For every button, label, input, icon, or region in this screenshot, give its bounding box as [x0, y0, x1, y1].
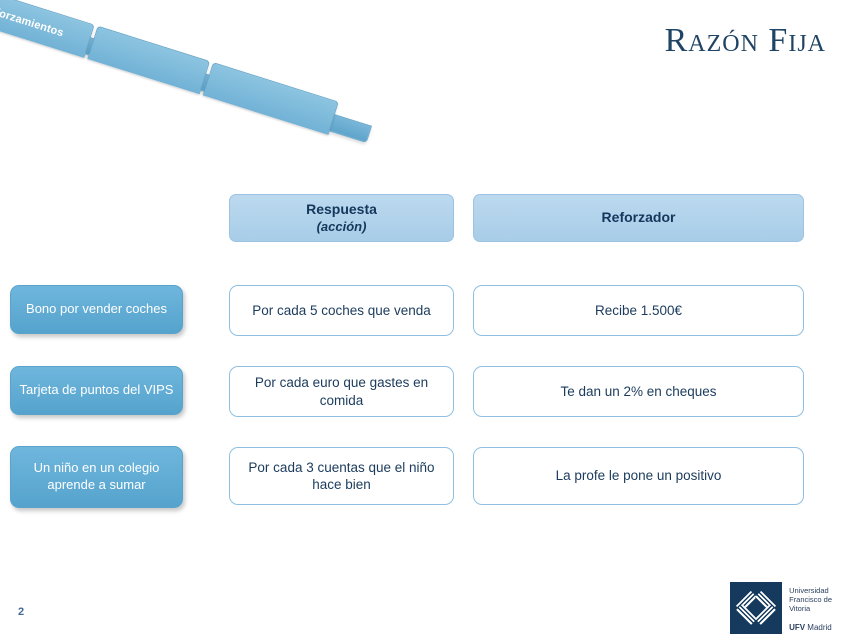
row-cue-2[interactable]: Tarjeta de puntos del VIPS [10, 366, 183, 415]
page-title: Razón Fija [664, 22, 826, 59]
ufv-emblem-icon [730, 582, 783, 634]
row-response-2[interactable]: Por cada euro que gastes en comida [229, 366, 454, 417]
header-main-label: Reforzador [601, 209, 676, 226]
response-label: Por cada 3 cuentas que el niño hace bien [248, 459, 435, 492]
logo-text: Universidad Francisco de Vitoria UFV Mad… [789, 582, 832, 633]
response-label: Por cada euro que gastes en comida [254, 375, 429, 408]
table-header-reforzador: Reforzador [473, 194, 804, 242]
cue-label: Tarjeta de puntos del VIPS [19, 382, 174, 398]
row-response-3[interactable]: Por cada 3 cuentas que el niño hace bien [229, 447, 454, 505]
emblem-stripe-d [754, 603, 777, 626]
response-label: Por cada 5 coches que venda [252, 302, 431, 318]
page-number: 2 [18, 606, 25, 618]
row-reinforcer-2[interactable]: Te dan un 2% en cheques [473, 366, 804, 417]
table-header-respuesta: Respuesta (acción) [229, 194, 454, 242]
header-sub-label: (acción) [316, 218, 367, 234]
cue-label: Bono por vender coches [26, 301, 167, 317]
university-logo: Universidad Francisco de Vitoria UFV Mad… [730, 582, 832, 634]
row-response-1[interactable]: Por cada 5 coches que venda [229, 285, 454, 336]
logo-brand-line: UFV Madrid [789, 623, 832, 633]
cue-label: Un niño en un colegio aprende a sumar [33, 460, 160, 492]
row-reinforcer-3[interactable]: La profe le pone un positivo [473, 447, 804, 505]
logo-brand: UFV [789, 623, 806, 633]
logo-city: Madrid [805, 623, 832, 633]
row-cue-3[interactable]: Un niño en un colegio aprende a sumar [10, 446, 183, 508]
header-main-label: Respuesta [306, 200, 377, 217]
reinforcer-label: Te dan un 2% en cheques [560, 383, 717, 399]
logo-university-name: Universidad Francisco de Vitoria [789, 586, 832, 614]
reinforcer-label: Recibe 1.500€ [594, 302, 683, 318]
reinforcer-label: La profe le pone un positivo [555, 468, 722, 484]
row-cue-1[interactable]: Bono por vender coches [10, 285, 183, 334]
row-reinforcer-1[interactable]: Recibe 1.500€ [473, 285, 804, 336]
